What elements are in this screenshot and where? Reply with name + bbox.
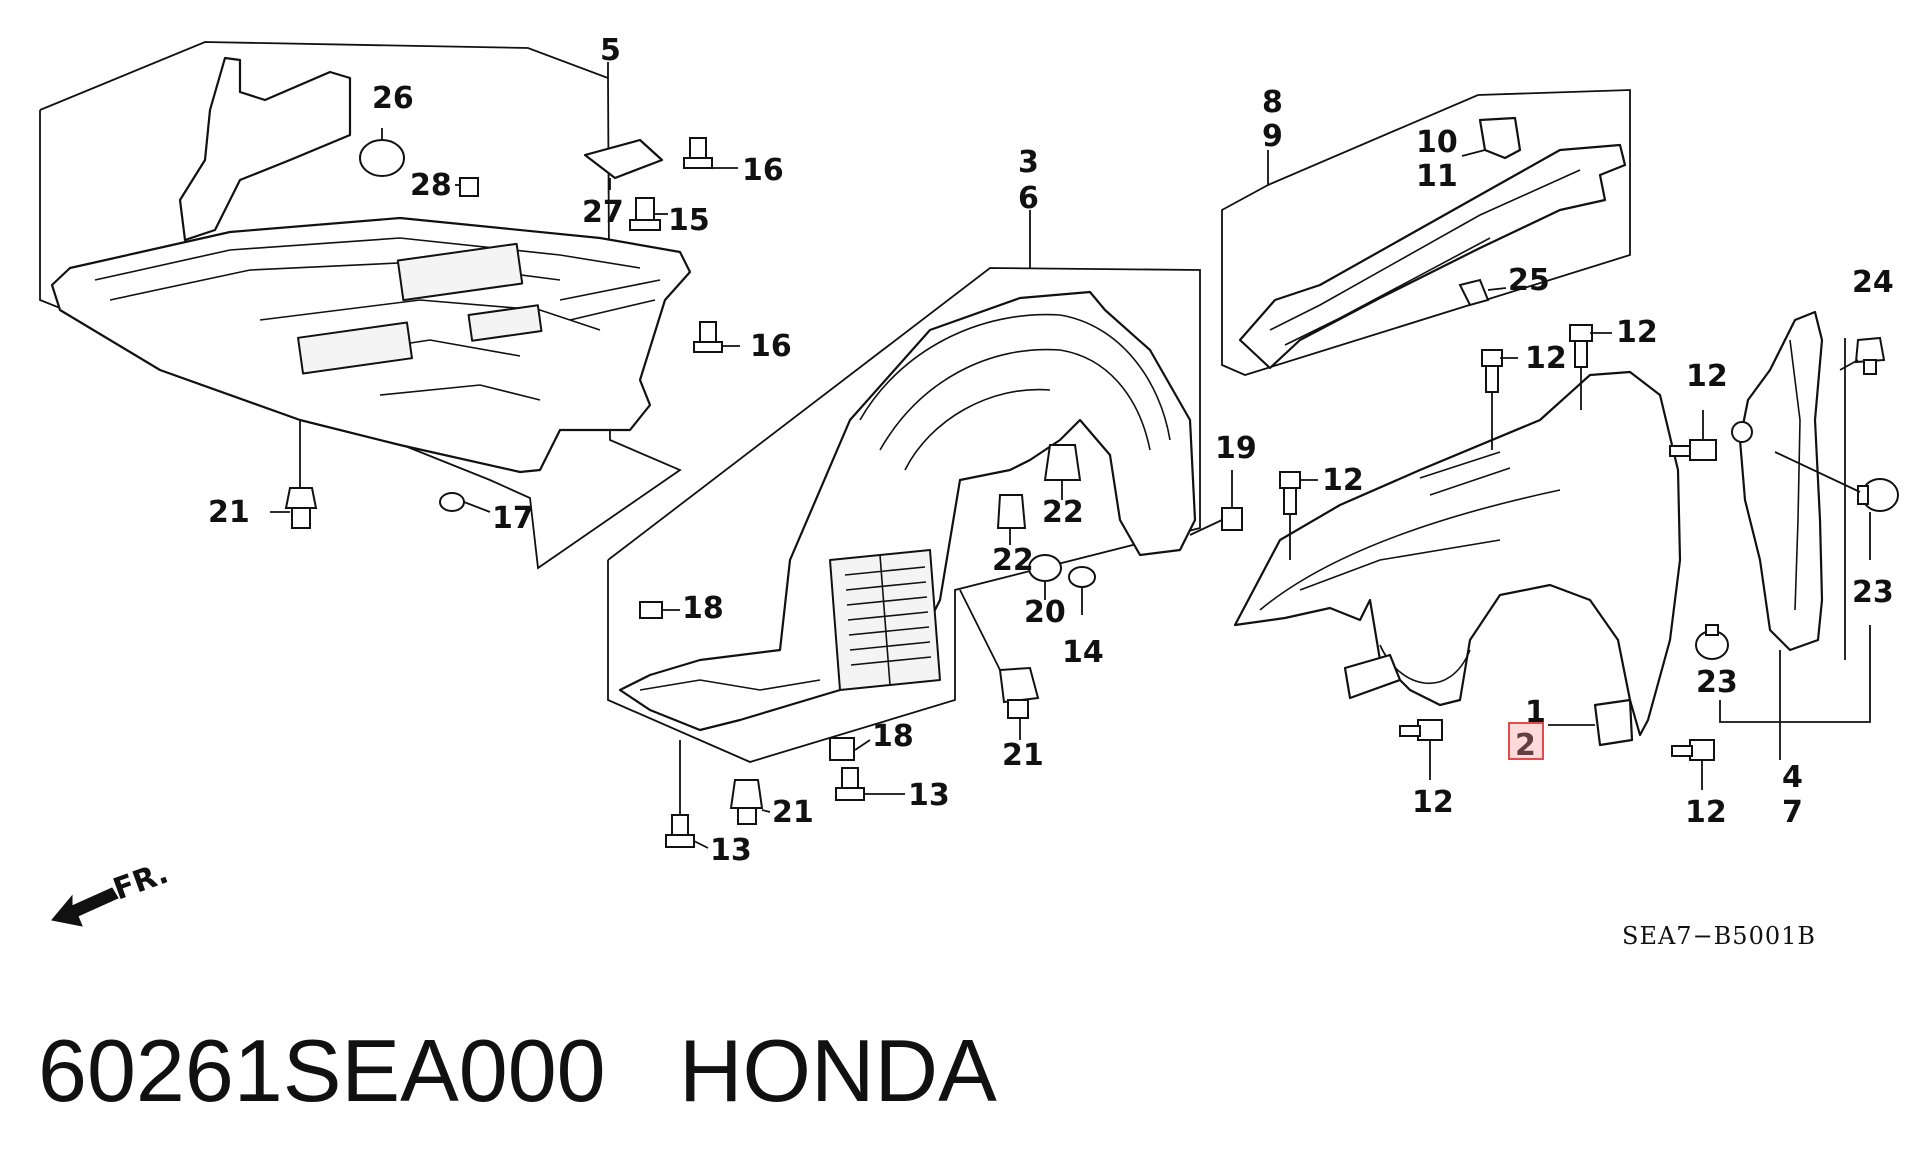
callout-26: 26	[372, 81, 414, 116]
clip-23-right	[1857, 478, 1899, 512]
callout-5: 5	[600, 33, 621, 68]
callout-12-a: 12	[1525, 341, 1567, 376]
front-fender-part	[1233, 370, 1682, 737]
callout-10: 10	[1416, 125, 1458, 160]
callout-1: 1	[1525, 695, 1546, 730]
direction-label: FR.	[109, 856, 173, 908]
screw-14	[1068, 566, 1096, 615]
fender-rail-group	[1221, 89, 1631, 376]
fender-rail-part	[1238, 143, 1627, 370]
clip-25	[1458, 278, 1490, 307]
group-box-8-9	[1221, 89, 1631, 376]
bolt-12-top-a	[1481, 349, 1503, 393]
callout-6: 6	[1018, 181, 1039, 216]
callout-25: 25	[1508, 263, 1550, 298]
callout-16-a: 16	[742, 153, 784, 188]
callout-23-b: 23	[1696, 665, 1738, 700]
clip-21-bottom	[729, 779, 764, 825]
fender-lower-bracket-right	[1593, 698, 1634, 747]
bolt-12-top-b	[1569, 324, 1593, 368]
callout-15: 15	[668, 203, 710, 238]
bolt-12-bottom-right	[1671, 739, 1715, 761]
part-caption: 60261SEA000 HONDA	[38, 1020, 997, 1122]
clip-22-upper	[1043, 444, 1082, 481]
callout-22-b: 22	[992, 543, 1034, 578]
fender-liner-group	[607, 210, 1243, 849]
bolt-16-lower	[693, 321, 723, 353]
bracket-10-11	[1478, 116, 1522, 160]
callout-12-b: 12	[1616, 315, 1658, 350]
callout-20: 20	[1024, 595, 1066, 630]
callout-13-b: 13	[710, 833, 752, 868]
callout-8: 8	[1262, 85, 1283, 120]
callout-2: 2	[1515, 728, 1536, 763]
clip-23-left	[1695, 624, 1729, 660]
callout-11: 11	[1416, 159, 1458, 194]
under-cover-group	[39, 41, 740, 570]
callout-24: 24	[1852, 265, 1894, 300]
callout-18-b: 18	[872, 719, 914, 754]
clip-28	[459, 177, 479, 197]
callout-12-f: 12	[1685, 795, 1727, 830]
seal-26	[359, 139, 405, 177]
clip-24	[1854, 336, 1886, 375]
under-cover-bracket-top	[178, 56, 352, 242]
clip-22-lower	[996, 494, 1027, 529]
bolt-15	[629, 197, 661, 231]
callout-7: 7	[1782, 795, 1803, 830]
callout-19: 19	[1215, 431, 1257, 466]
front-direction-arrow: FR.	[51, 856, 173, 927]
diagram-code: SEA7−B5001B	[1622, 922, 1817, 950]
callout-14: 14	[1062, 635, 1104, 670]
callout-12-e: 12	[1412, 785, 1454, 820]
clip-18-upper	[639, 601, 663, 619]
callout-9: 9	[1262, 119, 1283, 154]
clip-21-left	[284, 487, 318, 529]
bolt-13-left	[665, 814, 695, 848]
clip-19	[1221, 507, 1243, 531]
front-fender-group	[1233, 324, 1717, 790]
brand-name: HONDA	[678, 1021, 997, 1120]
highlight-callout-2	[1508, 722, 1544, 760]
fender-bracket-part	[1738, 310, 1824, 652]
part-number: 60261SEA000	[38, 1021, 606, 1120]
cap-20	[1028, 554, 1062, 582]
bolt-12-right	[1669, 439, 1717, 461]
callout-22-a: 22	[1042, 495, 1084, 530]
fender-bracket-group	[1695, 310, 1899, 760]
callout-labels: 1 2 3 4 5 6 7 8 9 10 11 12 12 12 12 12 1…	[208, 33, 1894, 868]
callout-12-c: 12	[1322, 463, 1364, 498]
callout-3: 3	[1018, 145, 1039, 180]
liner-vent-grille	[829, 549, 941, 691]
clip-21-center	[998, 666, 1040, 719]
clip-18-lower	[829, 737, 855, 761]
bolt-12-bottom-left	[1399, 719, 1443, 741]
bolt-12-mid	[1279, 471, 1301, 515]
fender-lower-bracket-left	[1343, 653, 1402, 700]
callout-21-c: 21	[772, 795, 814, 830]
bolt-16-upper	[683, 137, 713, 169]
callout-28: 28	[410, 168, 452, 203]
callout-21-a: 21	[208, 495, 250, 530]
nut-17	[439, 492, 465, 512]
callout-17: 17	[492, 501, 534, 536]
callout-27: 27	[582, 195, 624, 230]
callout-23-a: 23	[1852, 575, 1894, 610]
bolt-13-right	[835, 767, 865, 801]
callout-12-d: 12	[1686, 359, 1728, 394]
callout-16-b: 16	[750, 329, 792, 364]
bracket-27	[583, 138, 664, 180]
callout-18-a: 18	[682, 591, 724, 626]
callout-4: 4	[1782, 760, 1803, 795]
callout-21-b: 21	[1002, 738, 1044, 773]
callout-13-a: 13	[908, 778, 950, 813]
group-box-3-6	[607, 267, 1201, 763]
